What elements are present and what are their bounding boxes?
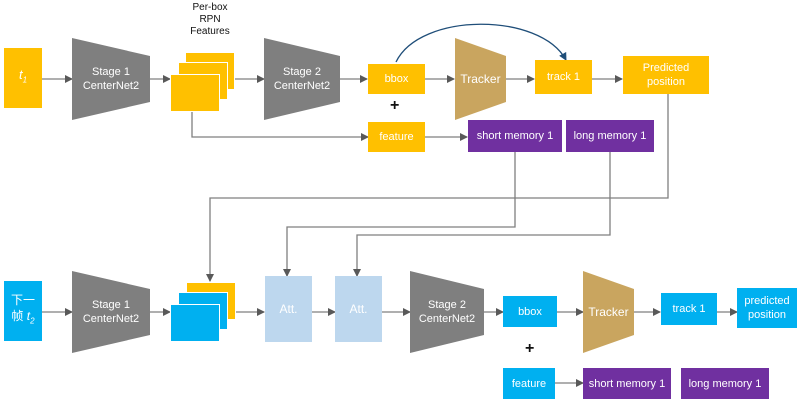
feature-top: feature (368, 122, 425, 152)
predicted-position-top: Predicted position (623, 56, 709, 94)
feature-stack-blue-front (170, 304, 220, 342)
feature-stack-front (170, 74, 220, 112)
plus-bottom: + (525, 340, 535, 357)
stage2-top-line1: Stage 2 (283, 66, 321, 78)
stage1-centernet2-top: Stage 1 CenterNet2 (72, 38, 150, 120)
predicted-bottom-line2: position (748, 309, 786, 321)
stage2-top-line2: CenterNet2 (273, 80, 331, 92)
arrow-features-to-feature (191, 110, 369, 141)
arrow-long-memory-to-att2 (353, 152, 611, 277)
bbox-top: bbox (368, 64, 425, 94)
stage2-bottom-line1: Stage 2 (428, 299, 466, 311)
t2-line1: 下一 (10, 293, 35, 308)
arrow-predicted-to-features2 (206, 94, 669, 282)
tracker-top: Tracker (455, 38, 506, 120)
long-memory-top: long memory 1 (566, 120, 654, 152)
t1-sub: 1 (22, 75, 28, 85)
predicted-top-line1: Predicted (642, 62, 690, 74)
attention-block-2: Att. (335, 276, 382, 342)
t2-prefix: 帧 (11, 309, 24, 324)
feature-bottom: feature (503, 368, 555, 399)
stage2-centernet2-bottom: Stage 2 CenterNet2 (410, 271, 484, 353)
plus-top: + (390, 97, 400, 114)
stage2-centernet2-top: Stage 2 CenterNet2 (264, 38, 340, 120)
track-top: track 1 (535, 60, 592, 94)
predicted-position-bottom: predicted position (737, 288, 797, 328)
attention-block-1: Att. (265, 276, 312, 342)
stage1-centernet2-bottom: Stage 1 CenterNet2 (72, 271, 150, 353)
caption-line2: RPN (199, 14, 221, 25)
bbox-bottom: bbox (503, 296, 557, 327)
stage1-top-line1: Stage 1 (92, 66, 130, 78)
input-frame-t1: t1 (4, 48, 42, 108)
stage1-bottom-line1: Stage 1 (92, 299, 130, 311)
tracker-bottom-label: Tracker (588, 305, 629, 319)
t2-letter: t (26, 309, 31, 324)
short-memory-bottom: short memory 1 (583, 368, 671, 399)
predicted-top-line2: position (647, 76, 685, 88)
per-box-rpn-features-caption: Per-box RPN Features (184, 2, 236, 38)
tracker-top-label: Tracker (460, 72, 501, 86)
t2-sub: 2 (30, 316, 35, 326)
arrow-short-memory-to-att1 (283, 152, 516, 277)
predicted-bottom-line1: predicted (744, 295, 790, 307)
stage2-bottom-line2: CenterNet2 (418, 313, 476, 325)
short-memory-top: short memory 1 (468, 120, 562, 152)
stage1-top-line2: CenterNet2 (82, 80, 140, 92)
stage1-bottom-line2: CenterNet2 (82, 313, 140, 325)
caption-line3: Features (190, 26, 230, 37)
track-bottom: track 1 (661, 293, 717, 325)
caption-line1: Per-box (192, 2, 228, 13)
t1-letter: t (18, 67, 23, 83)
input-frame-t2: 下一 帧 t2 (4, 281, 42, 341)
long-memory-bottom: long memory 1 (681, 368, 769, 399)
tracker-bottom: Tracker (583, 271, 634, 353)
arrow-bbox-to-track-curve (395, 23, 567, 63)
